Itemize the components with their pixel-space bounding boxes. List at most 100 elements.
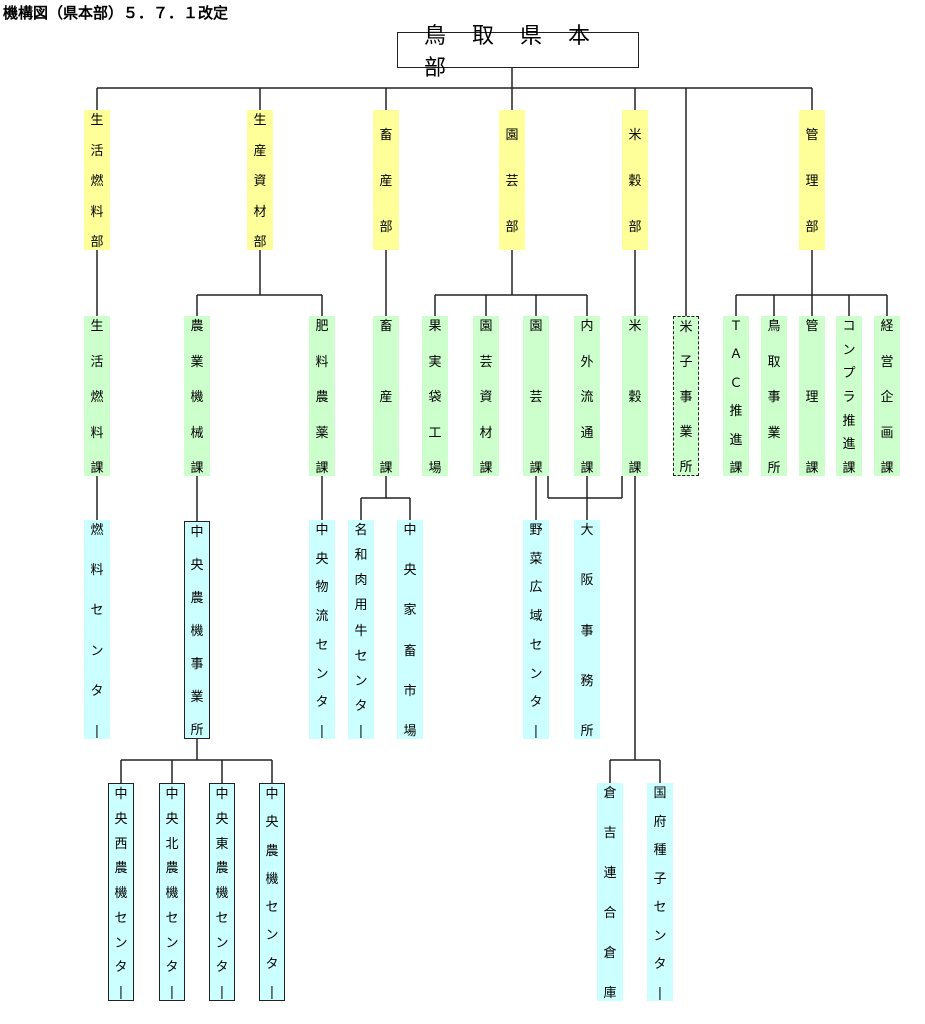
label-char: 流 xyxy=(315,609,329,625)
label-char: 菜 xyxy=(529,551,543,567)
label-char: 機 xyxy=(215,886,229,901)
label-char: 業 xyxy=(767,425,781,441)
label-char: | xyxy=(269,984,275,1000)
label-char: 産 xyxy=(253,143,267,159)
label-char: | xyxy=(657,985,663,1001)
label-char: ン xyxy=(315,666,329,682)
label-char: 合 xyxy=(603,906,617,921)
label-char: 農 xyxy=(190,591,204,606)
label-char: 子 xyxy=(679,355,693,370)
label-char: 米 xyxy=(628,319,642,334)
label-char: ン xyxy=(653,928,667,944)
label-char: 阪 xyxy=(580,573,594,589)
label-char: 央 xyxy=(215,811,229,827)
label-char: 画 xyxy=(880,425,894,441)
label-char: セ xyxy=(315,637,329,653)
label-char: 燃 xyxy=(90,174,104,189)
label-char: 吉 xyxy=(603,826,617,841)
label-char: 連 xyxy=(603,866,617,881)
label-char: 課 xyxy=(379,461,393,476)
label-char: ン xyxy=(354,673,368,689)
label-char: 園 xyxy=(479,319,493,334)
label-char: タ xyxy=(653,957,667,973)
label-char: 部 xyxy=(805,219,819,235)
office-chuo-kachiku-ichiba: 中央家畜市場 xyxy=(397,520,423,739)
section-nogyo-kikai: 農業機械課 xyxy=(184,316,210,476)
label-char: ン xyxy=(265,928,279,944)
suboffice-kurayoshi-rengo-soko: 倉吉連合倉庫 xyxy=(597,783,623,1001)
section-keiei-kikaku: 経営企画課 xyxy=(874,316,900,476)
label-char: 市 xyxy=(403,683,417,699)
label-char: 取 xyxy=(767,354,781,370)
label-char: 推 xyxy=(842,413,856,429)
label-char: | xyxy=(169,985,175,1000)
label-char: 北 xyxy=(165,836,179,852)
label-char: 和 xyxy=(354,548,368,564)
label-char: 牛 xyxy=(354,623,368,639)
label-char: 課 xyxy=(729,460,743,476)
section-engei-shizai: 園芸資材課 xyxy=(473,316,499,476)
suboffice-chuo-noki-center: 中央農機センタ| xyxy=(259,783,285,1001)
label-char: 農 xyxy=(315,390,329,405)
label-char: 畜 xyxy=(403,643,417,659)
label-char: 課 xyxy=(880,461,894,476)
label-char: 流 xyxy=(580,390,594,405)
label-char: 活 xyxy=(90,354,104,370)
label-char: 用 xyxy=(354,598,368,614)
label-char: 中 xyxy=(215,787,229,802)
label-char: 生 xyxy=(253,113,267,128)
label-char: 種 xyxy=(653,843,667,859)
label-char: タ xyxy=(114,960,128,976)
label-char: 薬 xyxy=(315,425,329,441)
label-char: 課 xyxy=(315,461,329,476)
label-char: タ xyxy=(215,960,229,976)
label-char: 事 xyxy=(580,623,594,639)
label-char: 園 xyxy=(505,128,519,144)
dept-beikoku: 米穀部 xyxy=(622,110,648,250)
label-char: タ xyxy=(165,960,179,976)
label-char: 料 xyxy=(90,563,104,579)
label-char: 機 xyxy=(190,624,204,639)
label-char: 所 xyxy=(190,723,204,738)
section-kajitsu-kojo: 果実袋工場 xyxy=(422,316,448,476)
label-char: 工 xyxy=(428,425,442,441)
office-nawa-nikuyogyu-center: 名和肉用牛センタ| xyxy=(348,520,374,739)
section-compliance: コンプラ推進課 xyxy=(836,316,862,476)
label-char: 産 xyxy=(379,390,393,405)
label-char: セ xyxy=(265,900,279,916)
label-char: 大 xyxy=(580,523,594,538)
label-char: 穀 xyxy=(628,173,642,189)
label-char: 農 xyxy=(190,319,204,334)
label-char: 部 xyxy=(628,219,642,235)
section-seikatsu-nenryo: 生活燃料課 xyxy=(84,316,110,476)
section-tottori-jimusho: 鳥取事業所 xyxy=(761,316,787,476)
label-char: 料 xyxy=(315,354,329,370)
label-char: 課 xyxy=(479,461,493,476)
label-char: ン xyxy=(842,342,856,358)
section-kanri: 管理課 xyxy=(799,316,825,476)
label-char: | xyxy=(319,723,325,739)
label-char: 農 xyxy=(215,861,229,877)
label-char: Ｃ xyxy=(729,375,743,391)
label-char: 倉 xyxy=(603,786,617,801)
label-char: セ xyxy=(114,910,128,926)
dept-engei: 園芸部 xyxy=(499,110,525,250)
label-char: 事 xyxy=(767,390,781,405)
office-nenryo-center: 燃料センタ| xyxy=(84,520,110,739)
label-char: セ xyxy=(90,603,104,619)
label-char: 事 xyxy=(190,657,204,672)
label-char: 所 xyxy=(679,460,693,475)
label-char: 穀 xyxy=(628,390,642,405)
label-char: 経 xyxy=(880,319,894,334)
label-char: タ xyxy=(354,698,368,714)
label-char: セ xyxy=(165,910,179,926)
label-char: 畜 xyxy=(379,128,393,144)
label-char: ン xyxy=(215,935,229,951)
label-char: 企 xyxy=(880,390,894,405)
label-char: 場 xyxy=(403,723,417,739)
label-char: 燃 xyxy=(90,523,104,538)
label-char: 理 xyxy=(805,173,819,189)
label-char: 西 xyxy=(114,836,128,852)
label-char: 機 xyxy=(265,871,279,887)
office-osaka-jimusho: 大阪事務所 xyxy=(574,520,600,739)
